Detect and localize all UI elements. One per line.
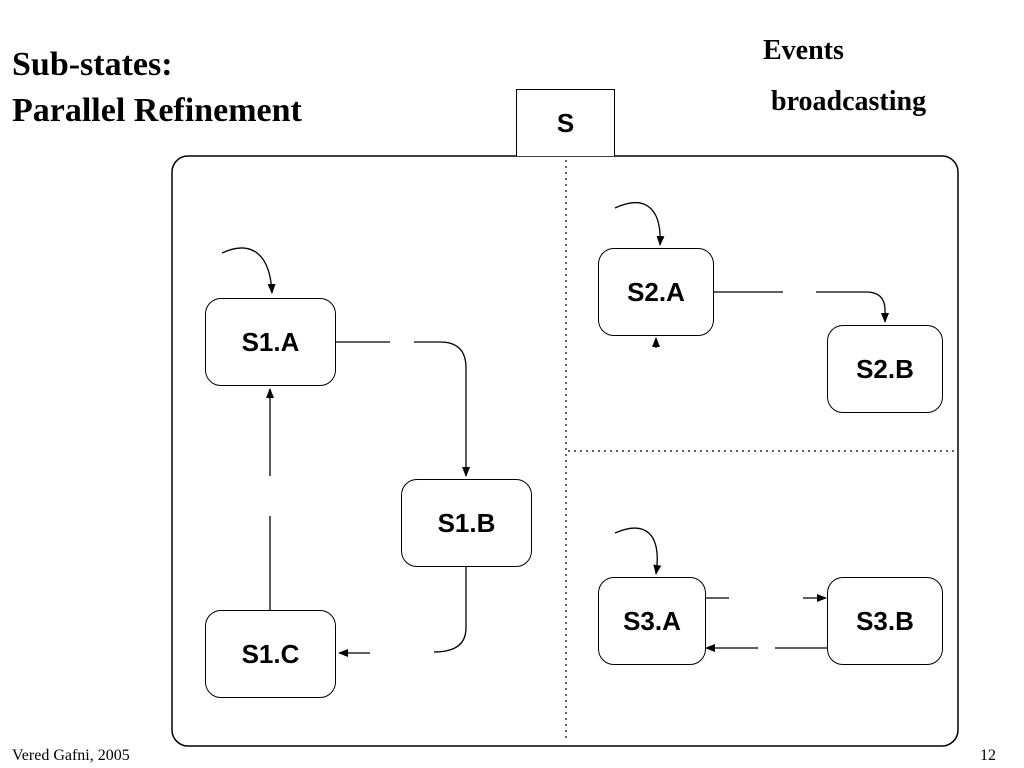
slide-title-line-1: Sub-states: (12, 46, 173, 83)
slide-title-line-2: Parallel Refinement (12, 92, 302, 129)
footer-author: Vered Gafni, 2005 (12, 747, 130, 764)
state-s1b: S1.B (401, 479, 532, 567)
initial-transition-s1a (221, 247, 276, 294)
events-note-line-1: Events (763, 35, 844, 66)
initial-transition-s2a (614, 202, 665, 246)
super-state-label: S (516, 89, 615, 156)
state-s2b: S2.B (827, 325, 943, 413)
state-s2a: S2.A (598, 248, 714, 336)
state-s3b: S3.B (827, 577, 943, 665)
events-broadcasting-note: Events broadcasting (763, 33, 926, 117)
initial-transition-s3a (614, 527, 662, 575)
events-note-line-2: broadcasting (771, 86, 927, 117)
transition-s1a-s1b-part2 (414, 341, 470, 477)
state-s1a: S1.A (205, 298, 336, 386)
transition-s2a-s2b-part2 (816, 291, 889, 323)
super-state-container (171, 155, 959, 747)
transition-s1b-s1c-part1 (433, 566, 467, 653)
page-number: 12 (980, 747, 996, 764)
state-s1c: S1.C (205, 610, 336, 698)
state-s3a: S3.A (598, 577, 706, 665)
slide-title: Sub-states: Parallel Refinement (12, 42, 302, 134)
